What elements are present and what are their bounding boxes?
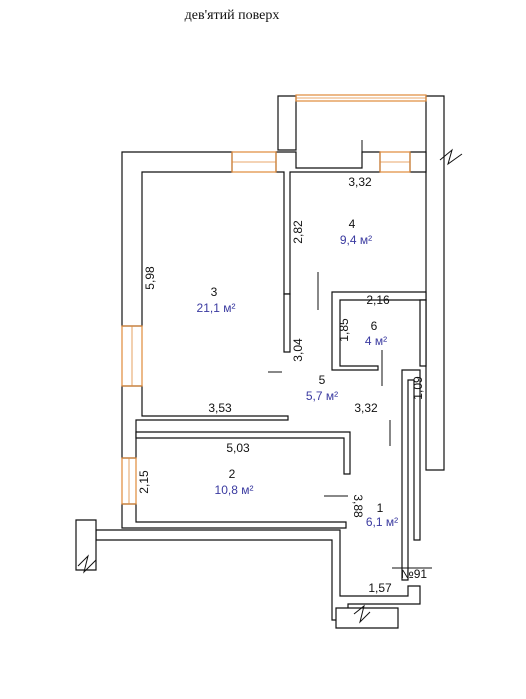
- dim-room3-3-53: 3,53: [208, 401, 232, 415]
- floor-title: дев'ятий поверх: [185, 8, 280, 23]
- dim-room6-1-85: 1,85: [337, 318, 351, 342]
- left-wall-mid: [121, 385, 289, 459]
- room3-number: 3: [211, 285, 218, 299]
- room2-area: 10,8 м²: [215, 483, 254, 497]
- room-labels: 4 9,4 м² 3 21,1 м² 6 4 м² 5 5,7 м² 2 10,…: [197, 217, 399, 529]
- dim-room6-2-16: 2,16: [366, 293, 390, 307]
- room1-area: 6,1 м²: [366, 515, 398, 529]
- dim-mid-3-32: 3,32: [354, 401, 378, 415]
- room6-walls: [331, 291, 427, 371]
- dim-room3-5-98: 5,98: [143, 266, 157, 290]
- dim-top-3-32: 3,32: [348, 175, 372, 189]
- room2-number: 2: [229, 467, 236, 481]
- dim-corridor-3-04: 3,04: [291, 338, 305, 362]
- top-wall-room3: [121, 151, 233, 327]
- partition-3-5: [283, 293, 291, 353]
- room5-number: 5: [319, 373, 326, 387]
- detail-lines: [77, 140, 463, 624]
- walls: [75, 95, 445, 629]
- dim-room1-3-88: 3,88: [351, 494, 365, 518]
- partition-room2-top: [135, 431, 351, 475]
- stair-block: [335, 607, 399, 629]
- dim-room4-2-82: 2,82: [291, 220, 305, 244]
- bottom-outer-wall: [95, 529, 421, 621]
- dim-right-1-09: 1,09: [411, 376, 425, 400]
- balcony-wall-left: [277, 95, 297, 151]
- left-wall-lower: [121, 503, 347, 529]
- dim-room2-2-15: 2,15: [137, 470, 151, 494]
- break-mark-right: [439, 148, 463, 166]
- dim-room2-5-03: 5,03: [226, 441, 250, 455]
- dimensions: 3,32 2,82 5,98 2,16 1,85 3,04 1,09 3,53 …: [137, 175, 425, 595]
- room6-area: 4 м²: [365, 334, 387, 348]
- room5-area: 5,7 м²: [306, 389, 338, 403]
- room3-area: 21,1 м²: [197, 301, 236, 315]
- break-mark-left: [77, 554, 97, 574]
- corridor-right-wall: [401, 369, 421, 581]
- left-end-wall: [75, 519, 97, 571]
- break-mark-bottom: [353, 604, 371, 624]
- top-wall-room4-right: [409, 151, 427, 173]
- windows: [121, 94, 427, 505]
- room6-number: 6: [371, 319, 378, 333]
- room6-right: [419, 299, 427, 367]
- room4-number: 4: [349, 217, 356, 231]
- balcony-wall-right: [425, 95, 445, 471]
- room4-area: 9,4 м²: [340, 233, 372, 247]
- dim-bottom-1-57: 1,57: [368, 581, 392, 595]
- plan-number: №91: [401, 567, 428, 581]
- room1-number: 1: [377, 501, 384, 515]
